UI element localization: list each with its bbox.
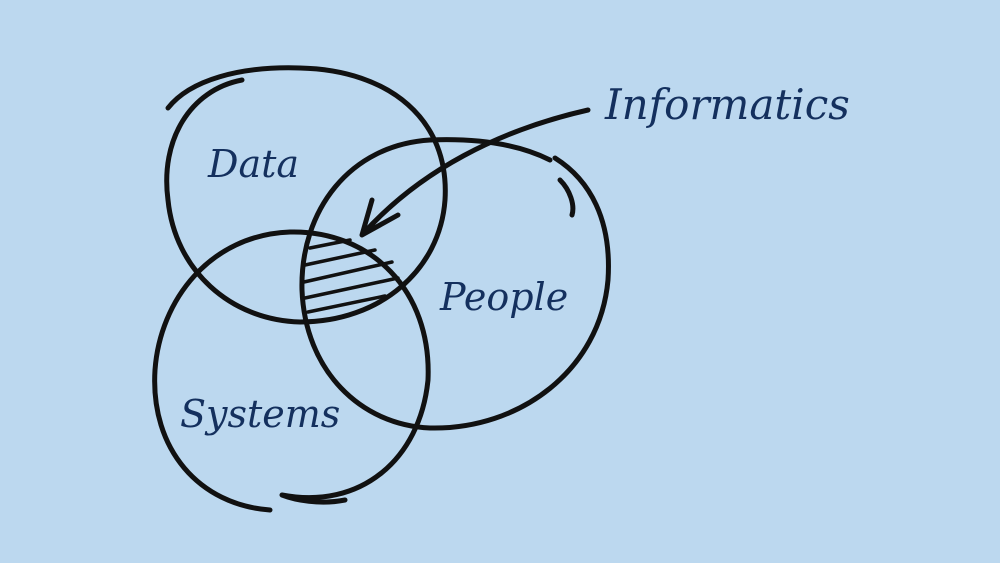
intersection-hatching (302, 238, 400, 314)
people-label: People (440, 275, 569, 319)
systems-circle (152, 229, 431, 513)
systems-label: Systems (180, 392, 341, 436)
informatics-arrow (359, 107, 591, 238)
informatics-label: Informatics (605, 80, 850, 129)
data-label: Data (208, 142, 300, 186)
people-circle (299, 137, 611, 431)
